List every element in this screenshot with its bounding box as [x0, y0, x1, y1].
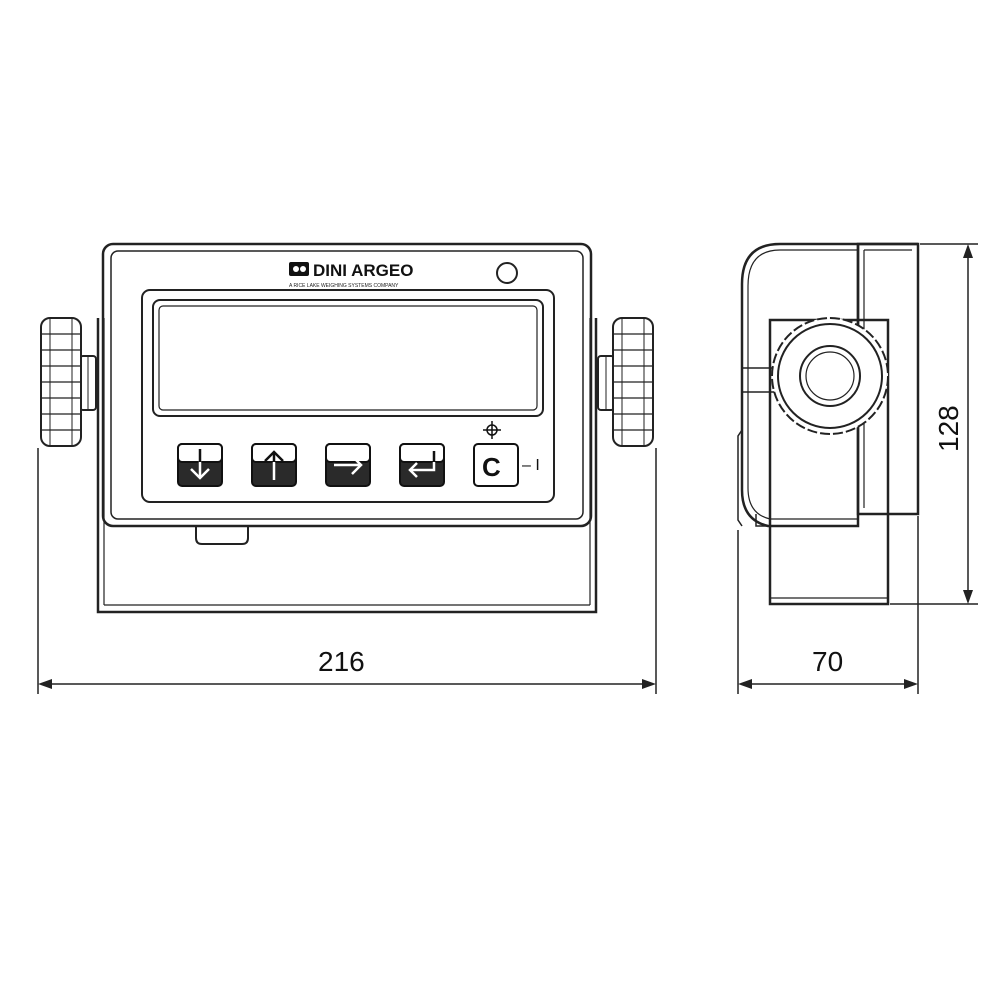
dimension-depth — [737, 516, 919, 694]
arrow-down-icon — [190, 449, 210, 480]
front-view — [96, 242, 598, 614]
dimension-width — [37, 448, 657, 694]
dimension-depth-label: 70 — [812, 646, 843, 677]
key-down[interactable] — [177, 443, 223, 487]
front-panel — [141, 289, 555, 503]
arrow-right-icon — [334, 455, 363, 475]
keypad: C – I — [177, 421, 540, 487]
front-stand — [96, 318, 598, 614]
key-c[interactable]: C — [473, 443, 519, 487]
c-key-suffix: – I — [522, 457, 540, 474]
dimension-width-label: 216 — [318, 646, 365, 677]
dimension-height — [890, 243, 978, 605]
bottom-connector — [195, 526, 249, 545]
key-right[interactable] — [325, 443, 371, 487]
status-led — [496, 262, 518, 284]
left-knob[interactable] — [40, 317, 97, 447]
brand-name: DINI ARGEO — [313, 261, 413, 280]
side-housing — [740, 242, 918, 528]
display-window — [152, 299, 544, 417]
c-key-label: C — [482, 452, 501, 482]
arrow-up-icon — [264, 450, 284, 480]
enter-icon — [408, 451, 436, 478]
key-enter[interactable] — [399, 443, 445, 487]
right-knob[interactable] — [597, 317, 654, 447]
key-up[interactable] — [251, 443, 297, 487]
dimension-height-label: 128 — [933, 405, 964, 452]
side-knob[interactable] — [771, 317, 889, 435]
front-housing — [101, 242, 593, 528]
brand-logo: DINI ARGEO A RICE LAKE WEIGHING SYSTEMS … — [289, 261, 413, 289]
brand-tagline: A RICE LAKE WEIGHING SYSTEMS COMPANY — [289, 283, 399, 289]
crosshair-icon — [483, 421, 501, 439]
